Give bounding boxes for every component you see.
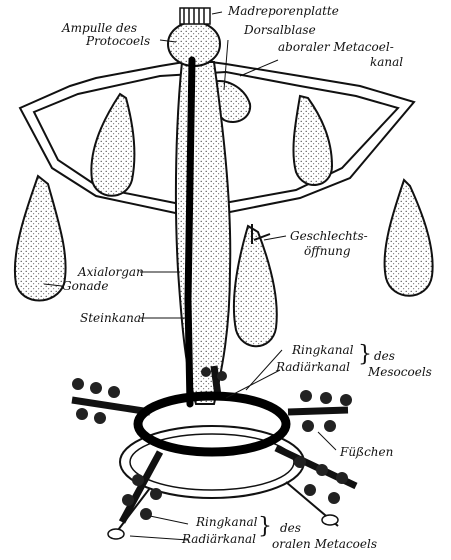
tube-foot-icon	[302, 420, 314, 432]
tube-foot-icon	[72, 378, 84, 390]
label-radiarkanal-oral: Radiärkanal	[182, 532, 257, 546]
tube-foot-icon	[94, 412, 106, 424]
tube-foot-icon	[201, 367, 211, 377]
label-ringkanal-meso: Ringkanal	[292, 343, 354, 357]
gonad-shape	[292, 94, 334, 186]
tube-foot-icon	[90, 382, 102, 394]
brace-oral: }	[258, 514, 272, 539]
label-dorsalblase: Dorsalblase	[244, 23, 316, 37]
tube-foot-icon	[122, 494, 134, 506]
label-metacoelkanal-line2: kanal	[370, 55, 404, 69]
label-metacoelkanal-line1: aboraler Metacoel-	[278, 40, 394, 54]
gonad-shape	[90, 92, 136, 197]
tube-foot-icon	[324, 420, 336, 432]
tube-foot-icon	[336, 472, 348, 484]
tube-foot-icon	[150, 488, 162, 500]
label-oralen-metacoels: oralen Metacoels	[272, 537, 378, 551]
label-steinkanal: Steinkanal	[80, 311, 145, 325]
gonad-shape	[13, 174, 67, 302]
gonad-shape	[232, 224, 278, 348]
tube-feet	[72, 367, 352, 520]
gonad-shape	[383, 178, 434, 297]
tube-foot-icon	[132, 474, 144, 486]
label-mesocoels: Mesocoels	[368, 365, 432, 379]
tube-foot-icon	[328, 492, 340, 504]
label-madreporenplatte: Madreporenplatte	[228, 4, 339, 18]
tube-foot-icon	[140, 508, 152, 520]
label-ampulle-line1: Ampulle des	[62, 21, 137, 35]
gonads	[13, 92, 434, 348]
tube-foot-icon	[217, 371, 227, 381]
radial-canals-oral-metacoel	[107, 481, 339, 540]
label-des-meso: des	[374, 349, 395, 363]
steinkanal-shape	[184, 56, 196, 408]
madreporite-icon	[179, 7, 211, 25]
label-axialorgan: Axialorgan	[78, 265, 144, 279]
tube-foot-icon	[294, 456, 306, 468]
label-geschlechts-line2: öffnung	[304, 244, 351, 258]
label-ampulle-line2: Protocoels	[86, 34, 151, 48]
tube-foot-icon	[304, 484, 316, 496]
label-fuesschen: Füßchen	[340, 445, 394, 459]
tube-foot-icon	[300, 390, 312, 402]
tube-foot-icon	[316, 464, 328, 476]
tube-foot-icon	[76, 408, 88, 420]
label-ringkanal-oral: Ringkanal	[196, 515, 258, 529]
label-gonade: Gonade	[62, 279, 109, 293]
label-des-oral: des	[280, 521, 301, 535]
tube-foot-icon	[108, 386, 120, 398]
label-geschlechts-line1: Geschlechts-	[290, 229, 368, 243]
brace-meso: }	[358, 342, 372, 367]
tube-foot-icon	[320, 392, 332, 404]
ringkanal-mesocoel-shape	[133, 391, 291, 457]
label-radiarkanal-meso: Radiärkanal	[276, 360, 351, 374]
tube-foot-icon	[340, 394, 352, 406]
leader-lines	[43, 11, 337, 541]
